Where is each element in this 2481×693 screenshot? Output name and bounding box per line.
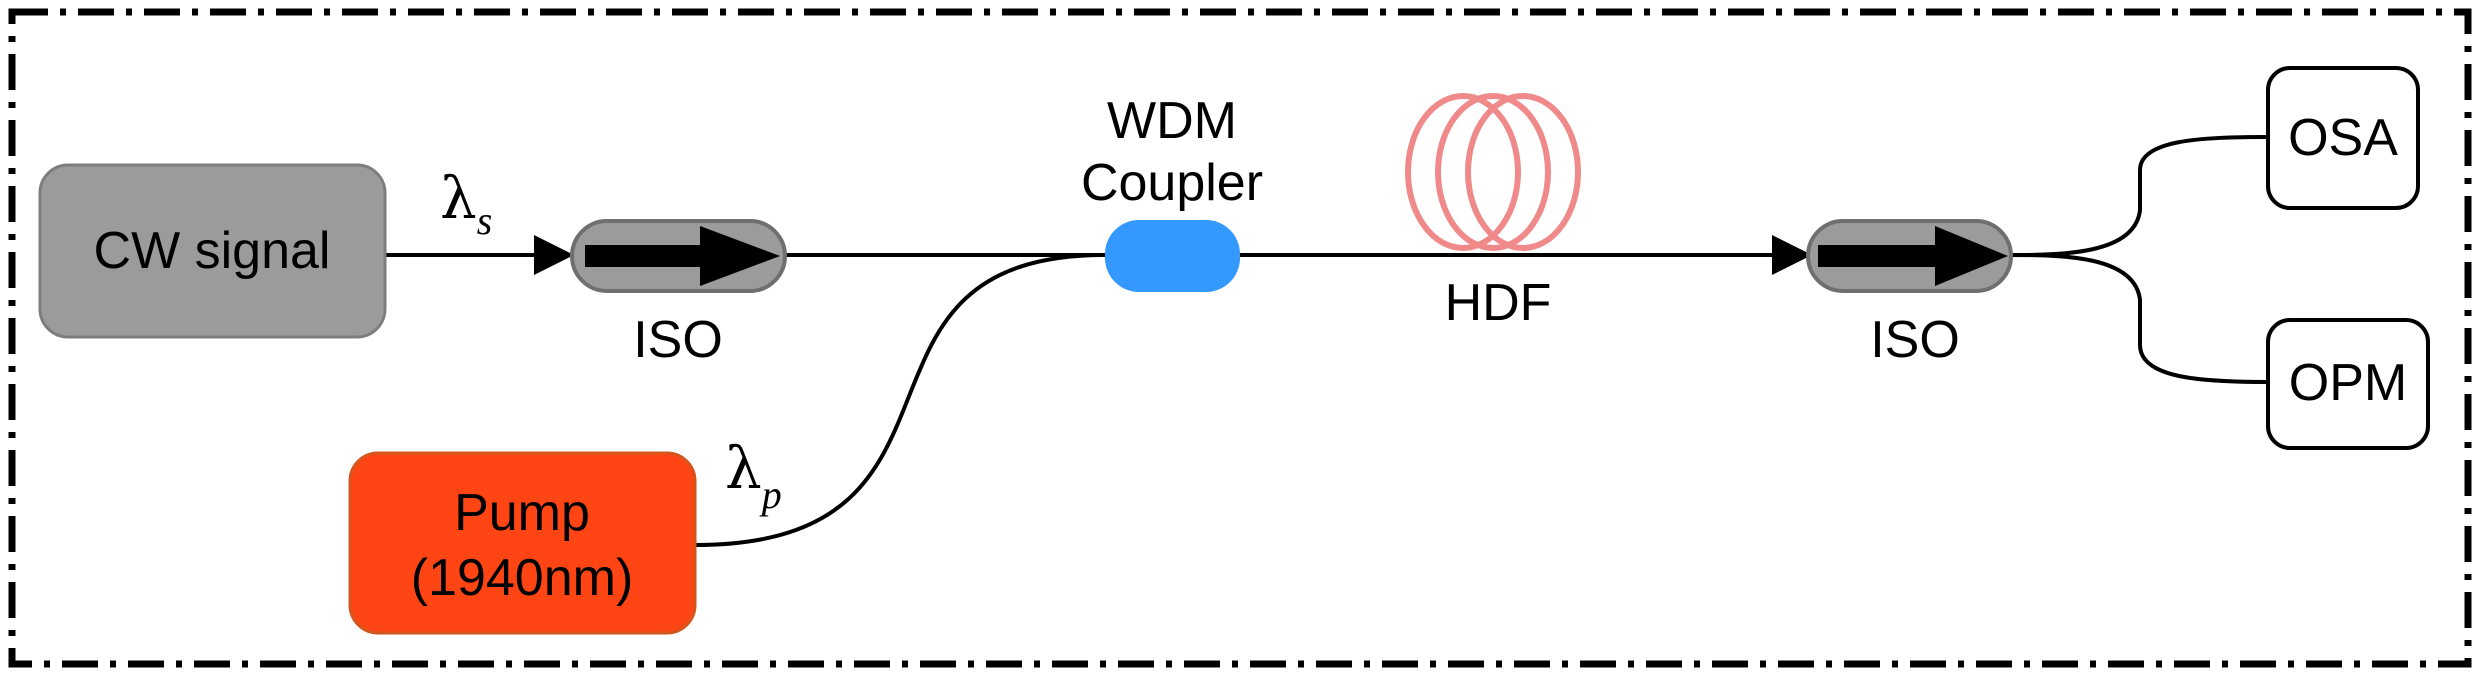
hdf-label: HDF	[1445, 274, 1552, 332]
wdm-coupler	[1105, 220, 1240, 292]
isolator-2	[1806, 219, 2013, 293]
pump-label: Pump	[454, 484, 590, 542]
fiber-split-to-opm	[2009, 253, 2269, 384]
osa-box: OSA	[2266, 66, 2420, 210]
pump-source: Pump (1940nm)	[348, 451, 697, 635]
isolator-1	[570, 219, 787, 293]
dashed-frame	[8, 8, 2472, 668]
wdm-label: WDM	[1107, 92, 1237, 150]
coupler-label: Coupler	[1081, 154, 1263, 212]
opm-box: OPM	[2266, 318, 2430, 450]
pump-wavelength-label: (1940nm)	[411, 549, 634, 607]
signal-wavelength-label: λs	[440, 164, 492, 243]
fiber-pump-to-wdm	[694, 253, 1106, 547]
osa-label: OSA	[2288, 109, 2398, 167]
opm-label: OPM	[2289, 354, 2407, 412]
right-arrow-icon	[1818, 226, 2008, 286]
fiber-split-to-osa	[2009, 135, 2269, 257]
right-arrow-icon	[585, 226, 780, 286]
pump-wavelength-symbol: λp	[725, 434, 782, 517]
cw-signal-source: CW signal	[38, 163, 387, 339]
isolator-1-label: ISO	[633, 311, 723, 369]
isolator-2-label: ISO	[1870, 311, 1960, 369]
cw-signal-label: CW signal	[94, 222, 331, 280]
fiber-coil-icon	[1405, 93, 1581, 251]
